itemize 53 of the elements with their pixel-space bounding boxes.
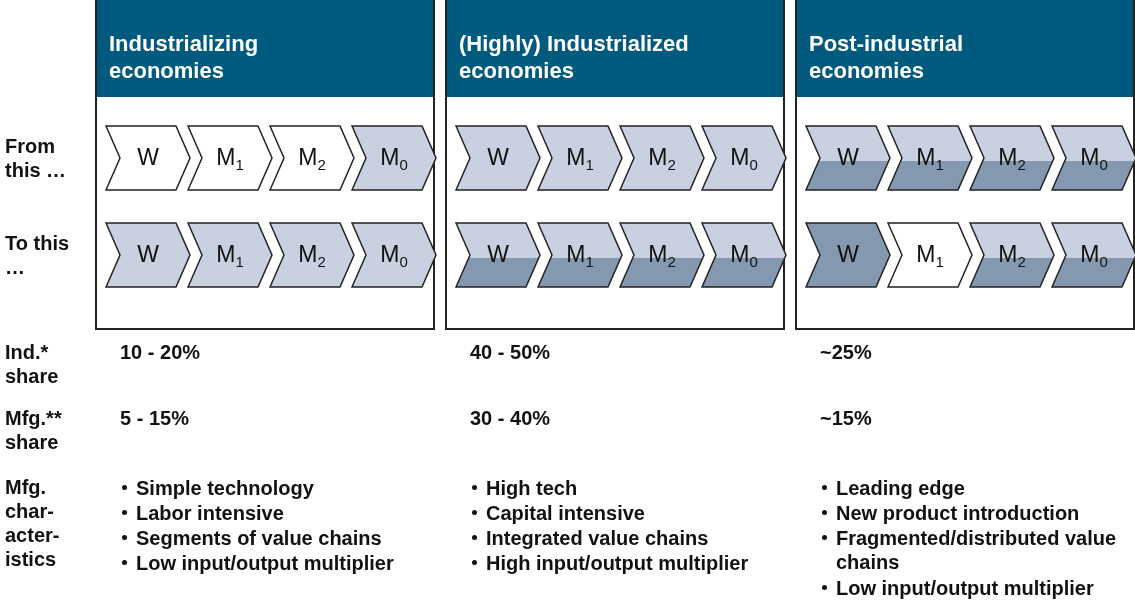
bullet-item: Fragmented/distributed value chains xyxy=(818,526,1126,574)
bullet-item: Leading edge xyxy=(818,476,1126,500)
bullet-item: Integrated value chains xyxy=(468,526,806,550)
chevron-step: W xyxy=(455,222,541,288)
chevron-step: W xyxy=(805,222,891,288)
column-panel xyxy=(95,0,435,330)
bullet-item: Low input/output multiplier xyxy=(818,576,1126,600)
chevron-step: M$_{1}$ xyxy=(537,125,623,191)
chevron-step: M$_{0}$ xyxy=(701,222,787,288)
chevron-step: M$_{1}$ xyxy=(537,222,623,288)
share-value: 5 - 15% xyxy=(120,406,190,430)
chevron-step: M$_{0}$ xyxy=(1051,125,1135,191)
panel-header: Industrializing economies xyxy=(97,0,433,97)
chevron-step: M$_{2}$ xyxy=(269,222,355,288)
bullet-item: Segments of value chains xyxy=(118,526,456,550)
chevron-step: M$_{1}$ xyxy=(887,125,973,191)
row-label: Mfg.** share xyxy=(5,406,63,454)
bullet-item: Simple technology xyxy=(118,476,456,500)
chevron-step: M$_{0}$ xyxy=(351,125,437,191)
chevron-step: M$_{1}$ xyxy=(187,125,273,191)
share-value: ~25% xyxy=(820,340,873,364)
row-label: Ind.* share xyxy=(5,340,60,388)
column-panel xyxy=(445,0,785,330)
chevron-step: M$_{1}$ xyxy=(187,222,273,288)
chevron-step: M$_{2}$ xyxy=(619,125,705,191)
column-panel xyxy=(795,0,1135,330)
share-value: ~15% xyxy=(820,406,873,430)
bullet-item: Capital intensive xyxy=(468,501,806,525)
chevron-step: W xyxy=(805,125,891,191)
bullet-item: High tech xyxy=(468,476,806,500)
chevron-step: M$_{1}$ xyxy=(887,222,973,288)
chevron-step: M$_{2}$ xyxy=(269,125,355,191)
chevron-step: M$_{0}$ xyxy=(351,222,437,288)
row-label: From this … xyxy=(5,134,68,182)
chevron-step: W xyxy=(105,125,191,191)
bullet-item: New product introduction xyxy=(818,501,1126,525)
chevron-step: M$_{2}$ xyxy=(969,125,1055,191)
row-label: Mfg. char- acter- istics xyxy=(5,475,61,571)
panel-header: Post-industrial economies xyxy=(797,0,1133,97)
share-value: 30 - 40% xyxy=(470,406,552,430)
chevron-step: W xyxy=(105,222,191,288)
chevron-step: W xyxy=(455,125,541,191)
share-value: 40 - 50% xyxy=(470,340,552,364)
chevron-step: M$_{2}$ xyxy=(969,222,1055,288)
chevron-step: M$_{0}$ xyxy=(701,125,787,191)
chevron-step: M$_{2}$ xyxy=(619,222,705,288)
bullet-item: High input/output multiplier xyxy=(468,551,806,575)
bullet-item: Low input/output multiplier xyxy=(118,551,456,575)
share-value: 10 - 20% xyxy=(120,340,202,364)
chevron-step: M$_{0}$ xyxy=(1051,222,1135,288)
bullet-item: Labor intensive xyxy=(118,501,456,525)
panel-header: (Highly) Industrialized economies xyxy=(447,0,783,97)
row-label: To this … xyxy=(5,231,71,279)
